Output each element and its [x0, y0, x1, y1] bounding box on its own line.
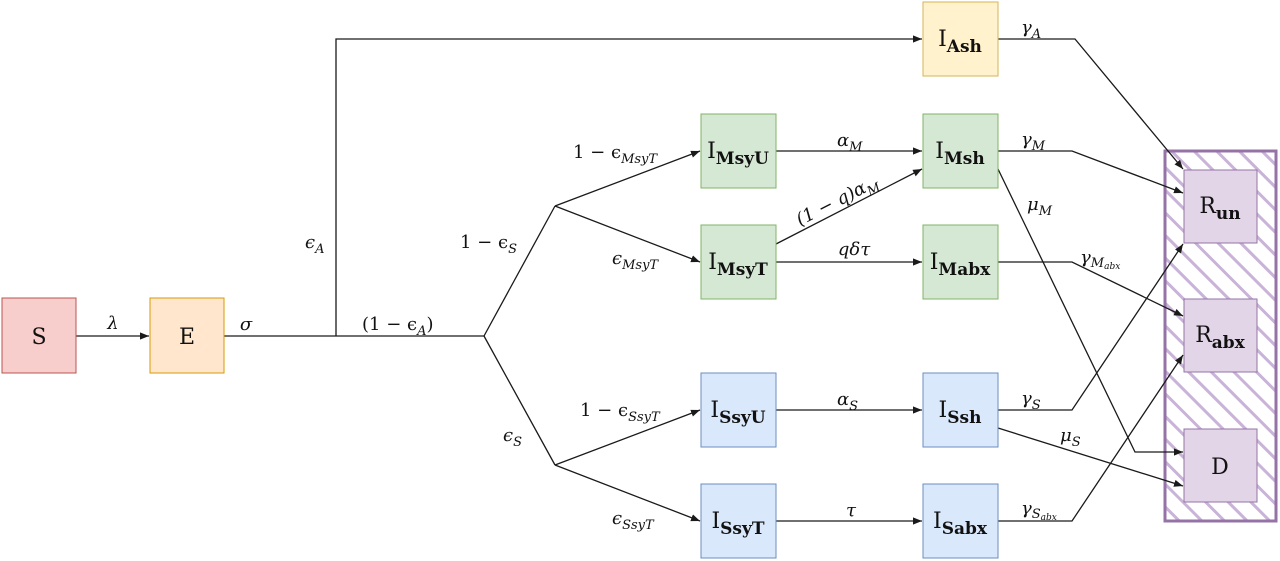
- node-imsyu: IMsyU: [700, 113, 777, 189]
- label-mu-m: μM: [1027, 194, 1053, 219]
- label-alpha-m: αM: [837, 130, 863, 155]
- label-one-minus-eps-msyt: 1 − ϵMsyT: [573, 142, 658, 167]
- node-rabx-sub: abx: [1212, 333, 1246, 353]
- node-rabx-main: R: [1195, 323, 1213, 348]
- label-eps-a: ϵA: [305, 232, 324, 257]
- svg-text:Rabx: Rabx: [1195, 323, 1245, 353]
- label-gamma-a: γA: [1021, 17, 1041, 42]
- node-imsyt-main: I: [708, 250, 717, 275]
- node-run-main: R: [1199, 194, 1217, 219]
- edge-to-issyt: [554, 464, 701, 522]
- edge-issh-to-d: [997, 427, 1184, 487]
- node-issyt-main: I: [711, 509, 720, 534]
- node-imsyu-sub: MsyU: [716, 149, 769, 169]
- edge-imabx-to-rabx: [998, 261, 1184, 317]
- node-run: Run: [1183, 169, 1258, 244]
- svg-text:IMsh: IMsh: [935, 139, 984, 169]
- svg-text:ISabx: ISabx: [933, 509, 988, 539]
- label-one-minus-q-alpha-m: (1 − q)αM: [793, 171, 884, 234]
- edge-imsh-to-run: [998, 150, 1184, 194]
- edge-to-imsyt: [554, 205, 701, 263]
- node-rabx: Rabx: [1183, 298, 1258, 373]
- svg-text:IAsh: IAsh: [938, 27, 982, 57]
- label-sigma: σ: [240, 314, 253, 335]
- label-lambda: λ: [106, 313, 118, 334]
- node-s: S: [1, 297, 77, 374]
- edge-to-iash: [335, 35, 922, 336]
- label-eps-ssyt: ϵSsyT: [612, 508, 655, 533]
- edge-to-imsyu: [554, 150, 701, 207]
- edge-iash-to-run: [998, 38, 1184, 170]
- node-issh-main: I: [939, 398, 948, 423]
- node-imabx-main: I: [930, 250, 939, 275]
- node-d-label: D: [1211, 455, 1229, 480]
- label-gamma-s-abx: γSabx: [1021, 498, 1057, 523]
- node-imsyu-main: I: [707, 139, 716, 164]
- label-eps-msyt: ϵMsyT: [612, 248, 659, 273]
- node-issyt-sub: SsyT: [720, 519, 765, 539]
- node-iash-sub: Ash: [946, 37, 982, 57]
- label-alpha-s: αS: [837, 389, 858, 414]
- label-gamma-m-abx: γMabx: [1080, 247, 1120, 272]
- label-gamma-m: γM: [1021, 129, 1046, 154]
- label-q-delta-tau: qδτ: [838, 239, 871, 260]
- edge-imsh-to-d: [997, 168, 1183, 456]
- label-one-minus-eps-a: (1 − ϵA): [362, 314, 434, 339]
- node-isabx-main: I: [933, 509, 942, 534]
- label-eps-s: ϵS: [503, 425, 522, 450]
- edge-issh-to-run: [998, 243, 1184, 411]
- node-issyt: ISsyT: [700, 483, 777, 559]
- node-imabx: IMabx: [922, 224, 999, 300]
- label-gamma-s: γS: [1021, 388, 1041, 413]
- node-iash: IAsh: [922, 1, 999, 77]
- node-isabx-sub: Sabx: [942, 519, 988, 539]
- node-issyu-main: I: [710, 398, 719, 423]
- node-issh-sub: Ssh: [947, 408, 981, 428]
- node-issyu-sub: SsyU: [719, 408, 766, 428]
- node-s-label: S: [31, 325, 46, 350]
- node-issyu: ISsyU: [700, 372, 777, 448]
- node-imabx-sub: Mabx: [938, 260, 991, 280]
- svg-text:ISsyT: ISsyT: [711, 509, 764, 539]
- node-e-label: E: [179, 325, 195, 350]
- node-e: E: [149, 297, 225, 374]
- svg-text:ISsyU: ISsyU: [710, 398, 765, 428]
- label-one-minus-eps-s: 1 − ϵS: [460, 232, 517, 257]
- svg-text:ISsh: ISsh: [939, 398, 982, 428]
- edge-to-issyu: [554, 409, 701, 466]
- node-d: D: [1183, 428, 1258, 503]
- node-isabx: ISabx: [922, 483, 999, 559]
- node-imsh-sub: Msh: [944, 149, 985, 169]
- node-imsh: IMsh: [922, 113, 999, 189]
- svg-text:IMabx: IMabx: [930, 250, 991, 280]
- edge-to-s-split: [483, 335, 556, 466]
- node-iash-main: I: [938, 27, 947, 52]
- label-one-minus-eps-ssyt: 1 − ϵSsyT: [580, 400, 661, 425]
- node-issh: ISsh: [922, 372, 999, 448]
- label-mu-s: μS: [1060, 425, 1081, 450]
- node-imsyt: IMsyT: [700, 224, 777, 300]
- svg-text:IMsyU: IMsyU: [707, 139, 769, 169]
- node-imsh-main: I: [935, 139, 944, 164]
- edge-isabx-to-rabx: [998, 354, 1184, 522]
- node-imsyt-sub: MsyT: [717, 260, 768, 280]
- edge-imsyt-to-imsh: [775, 168, 923, 245]
- edge-to-m-split: [483, 205, 556, 337]
- svg-text:Run: Run: [1199, 194, 1240, 224]
- node-run-sub: un: [1216, 204, 1241, 224]
- svg-text:IMsyT: IMsyT: [708, 250, 768, 280]
- label-tau: τ: [846, 500, 857, 521]
